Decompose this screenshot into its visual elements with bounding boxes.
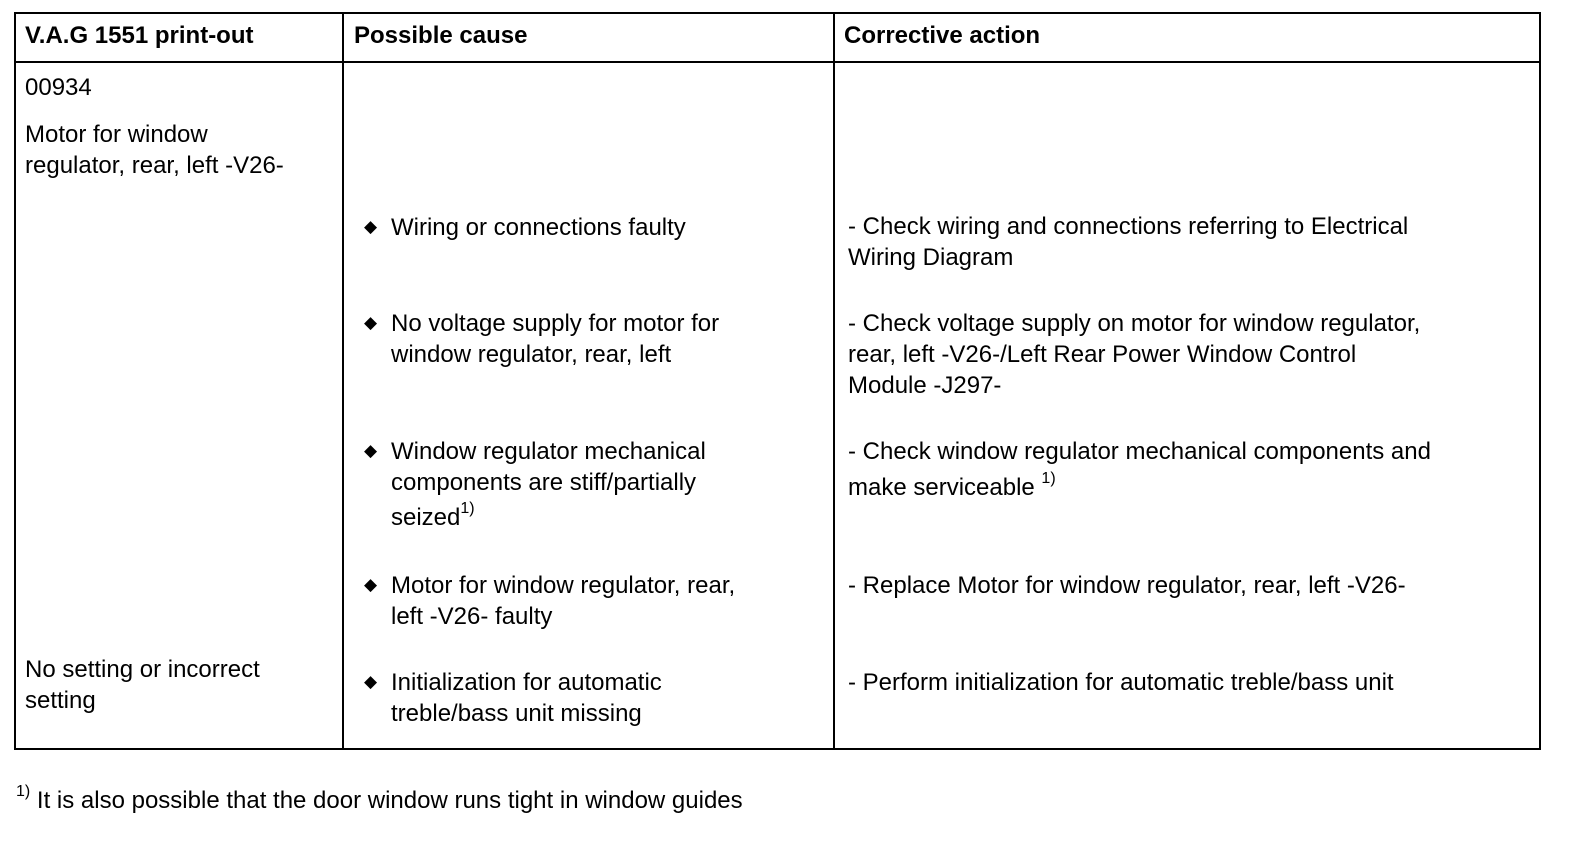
cause-row3-line2: components are stiff/partially xyxy=(391,469,697,496)
cause-row5-line1: Initialization for automatic xyxy=(391,669,662,696)
action-row1-line2: Wiring Diagram xyxy=(848,244,1014,271)
header-divider xyxy=(16,61,1539,63)
fault-code: 00934 xyxy=(25,74,92,101)
footnote-text: It is also possible that the door window… xyxy=(36,787,743,814)
footnote-ref: 1) xyxy=(460,500,475,517)
action-row3-line1: - Check window regulator mechanical comp… xyxy=(848,438,1431,465)
header-printout: V.A.G 1551 print-out xyxy=(25,22,254,49)
cause-row4-line1: Motor for window regulator, rear, xyxy=(391,572,736,599)
action-row4-line1: - Replace Motor for window regulator, re… xyxy=(848,572,1406,599)
printout-row5-line2: setting xyxy=(25,687,96,714)
action-row3-line2: make serviceable 1) xyxy=(848,470,1056,502)
diamond-bullet-icon: ◆ xyxy=(364,441,378,460)
header-action: Corrective action xyxy=(844,22,1041,49)
diamond-bullet-icon: ◆ xyxy=(364,575,378,594)
cause-row3-line1: Window regulator mechanical xyxy=(391,438,706,465)
action-row2-line1: - Check voltage supply on motor for wind… xyxy=(848,310,1421,337)
cause-row5-line2: treble/bass unit missing xyxy=(391,700,642,727)
action-row2-line2: rear, left -V26-/Left Rear Power Window … xyxy=(848,341,1357,368)
cause-row3-line3: seized1) xyxy=(391,500,475,532)
diamond-bullet-icon: ◆ xyxy=(364,672,378,691)
cause-row1-line1: Wiring or connections faulty xyxy=(391,214,686,241)
cause-row2-line2: window regulator, rear, left xyxy=(391,341,672,368)
action-row5-line1: - Perform initialization for automatic t… xyxy=(848,669,1394,696)
diamond-bullet-icon: ◆ xyxy=(364,217,378,236)
fault-table: V.A.G 1551 print-out Possible cause Corr… xyxy=(14,12,1541,750)
header-cause: Possible cause xyxy=(354,22,528,49)
cause-row2-line1: No voltage supply for motor for xyxy=(391,310,720,337)
footnote: 1) It is also possible that the door win… xyxy=(16,783,743,816)
action-row1-line1: - Check wiring and connections referring… xyxy=(848,213,1409,240)
printout-row5-line1: No setting or incorrect xyxy=(25,656,260,683)
component-name-line1: Motor for window xyxy=(25,121,208,148)
action-row2-line3: Module -J297- xyxy=(848,372,1002,399)
footnote-marker: 1) xyxy=(16,783,31,800)
footnote-ref: 1) xyxy=(1041,470,1056,487)
column-divider xyxy=(833,14,835,748)
component-name-line2: regulator, rear, left -V26- xyxy=(25,152,284,179)
diamond-bullet-icon: ◆ xyxy=(364,313,378,332)
cause-row4-line2: left -V26- faulty xyxy=(391,603,553,630)
column-divider xyxy=(342,14,344,748)
